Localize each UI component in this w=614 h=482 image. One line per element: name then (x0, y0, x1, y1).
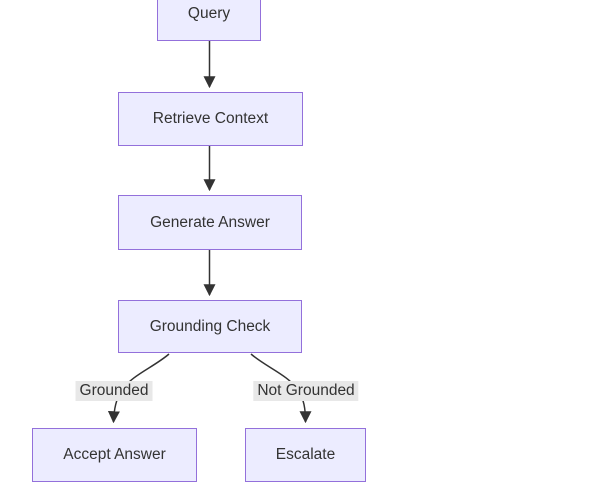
node-query: Query (157, 0, 261, 41)
node-label: Generate Answer (150, 213, 270, 231)
flowchart-canvas: Query Retrieve Context Generate Answer G… (32, 0, 366, 482)
node-escalate: Escalate (245, 428, 366, 482)
node-generate-answer: Generate Answer (118, 195, 302, 250)
node-label: Query (187, 4, 231, 22)
node-retrieve-context: Retrieve Context (118, 92, 303, 146)
node-grounding-check: Grounding Check (118, 300, 302, 353)
edge-label-not-grounded: Not Grounded (253, 381, 359, 401)
node-label: Retrieve Context (152, 110, 269, 127)
node-label: Accept Answer (63, 446, 166, 463)
node-label: Escalate (275, 446, 336, 463)
node-accept-answer: Accept Answer (32, 428, 197, 482)
node-label: Grounding Check (149, 317, 271, 335)
edge-label-grounded: Grounded (75, 381, 153, 401)
